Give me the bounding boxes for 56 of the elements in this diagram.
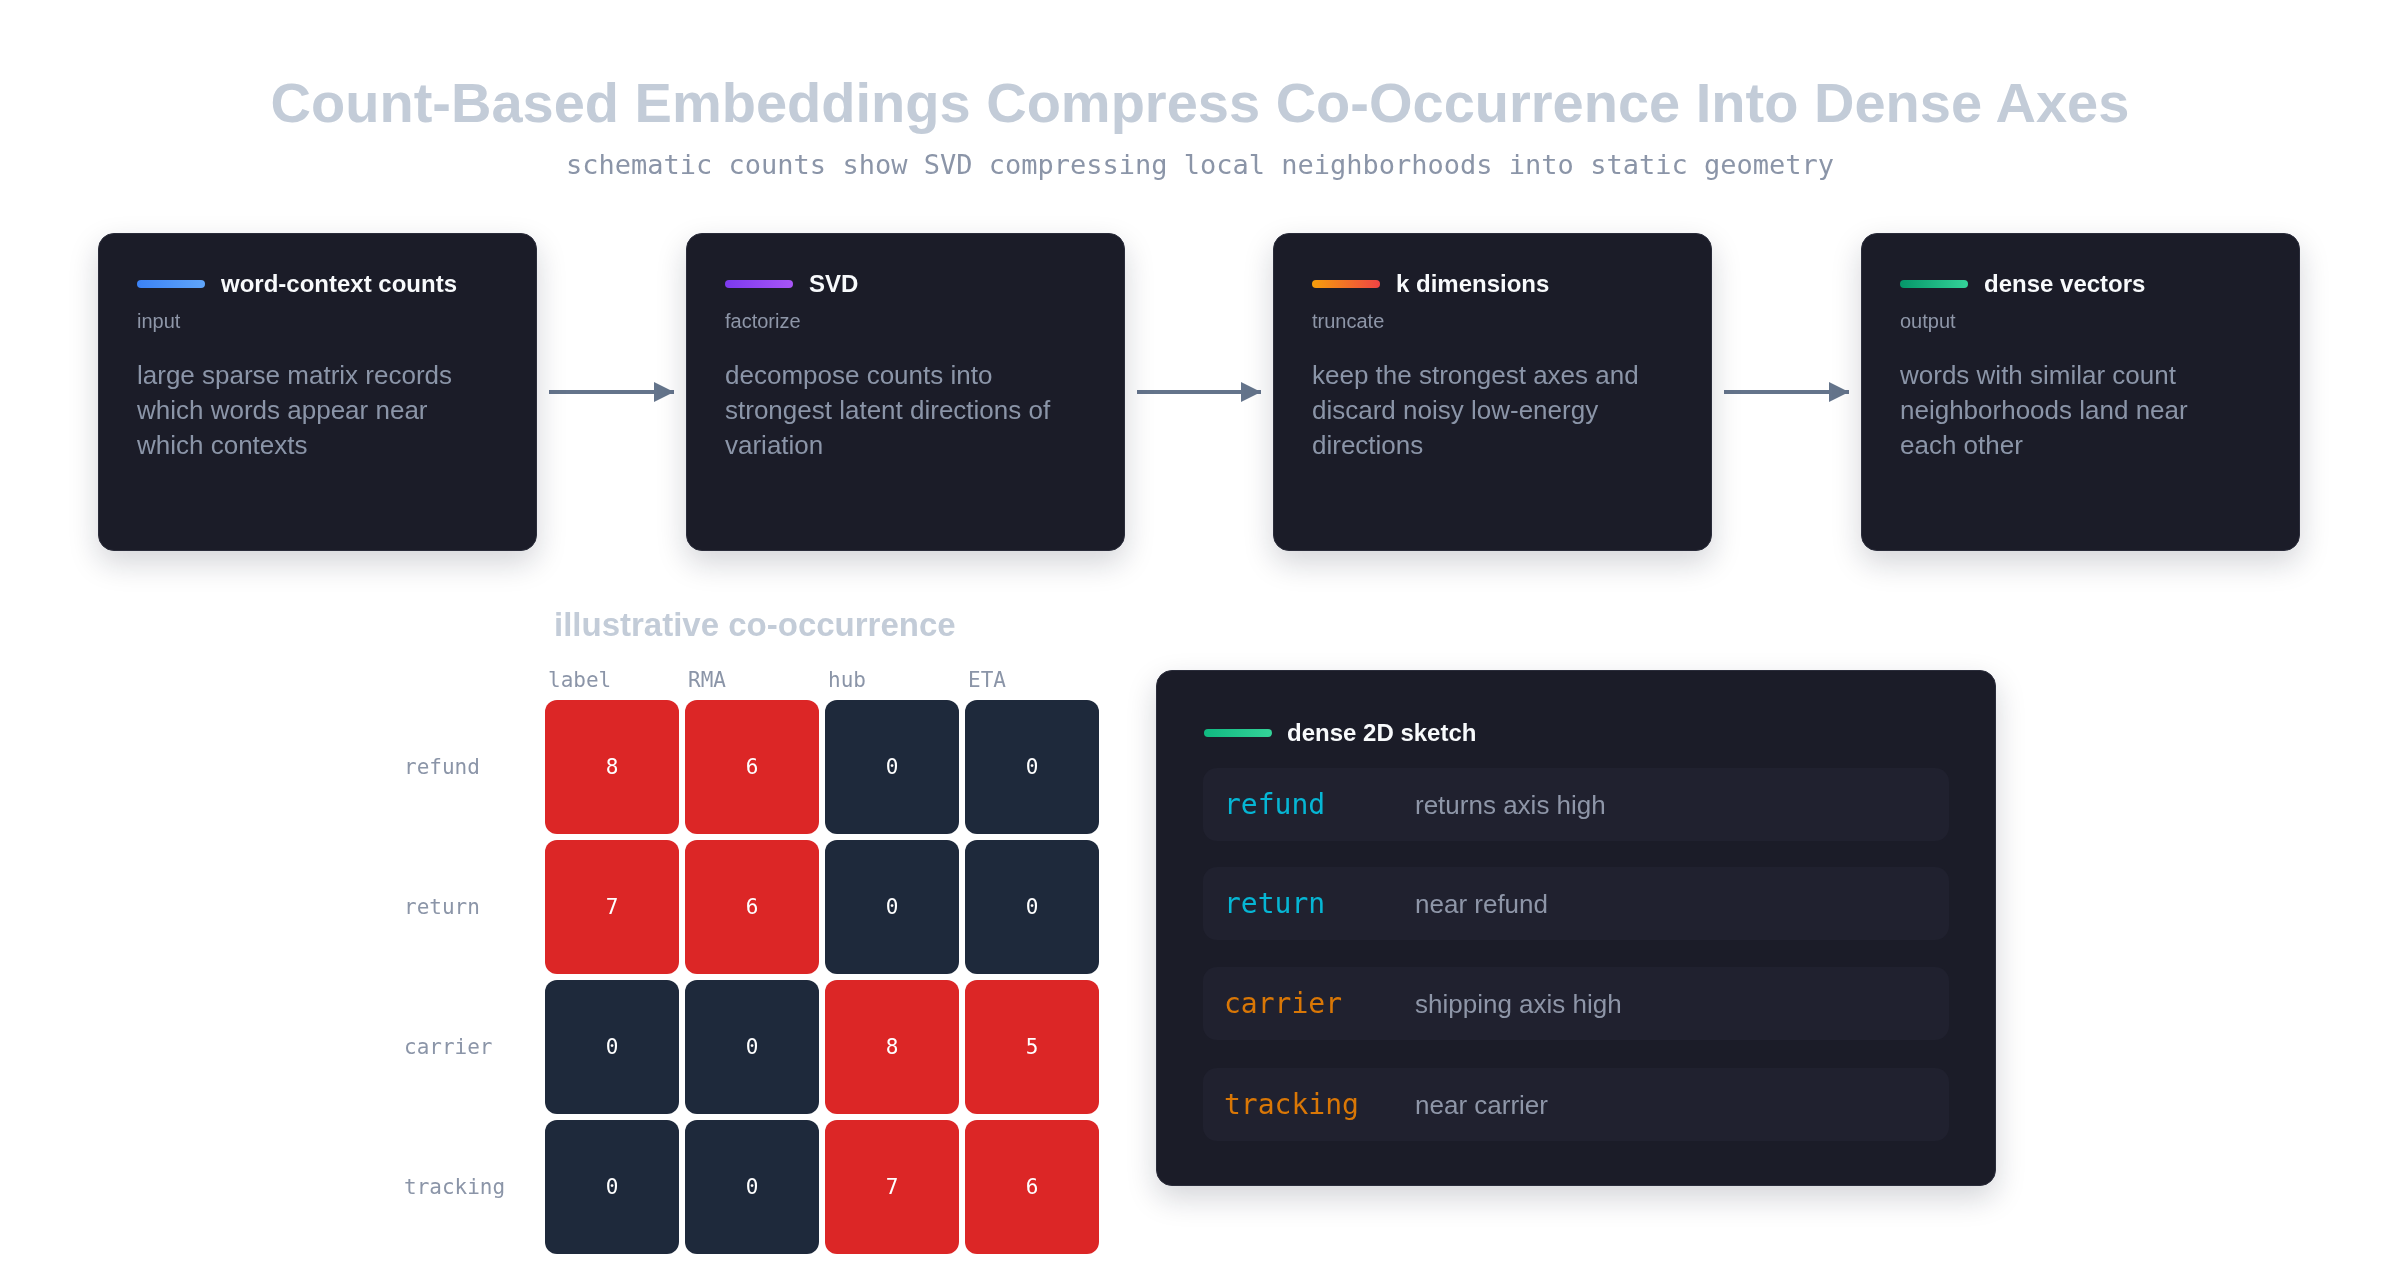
process-card — [98, 233, 537, 551]
section-heading: illustrative co-occurrence — [554, 605, 956, 645]
heatmap-cell: 0 — [685, 980, 819, 1114]
row-header: tracking — [404, 1174, 506, 1201]
heatmap-cell: 0 — [685, 1120, 819, 1254]
row-header: return — [404, 894, 480, 921]
arrow — [1137, 382, 1261, 402]
word-token: tracking — [1224, 1086, 1359, 1123]
row-description: near carrier — [1415, 1088, 1548, 1122]
process-card — [1861, 233, 2300, 551]
process-card — [1273, 233, 1712, 551]
card-title: k dimensions — [1396, 269, 1550, 299]
card-subtitle: truncate — [1312, 309, 1385, 334]
sketch-panel — [1156, 670, 1996, 1186]
row-description: returns axis high — [1415, 788, 1606, 822]
heatmap-cell: 0 — [965, 700, 1099, 834]
card-subtitle: output — [1900, 309, 1956, 334]
heatmap-cell: 0 — [825, 840, 959, 974]
row-description: shipping axis high — [1415, 987, 1622, 1021]
heatmap-cell: 8 — [825, 980, 959, 1114]
word-token: return — [1224, 885, 1326, 922]
word-token: carrier — [1224, 985, 1342, 1022]
heatmap-cell: 7 — [825, 1120, 959, 1254]
card-description: keep the strongest axes and discard noisy low-energy directions — [1312, 359, 1640, 462]
heatmap-cell: 0 — [965, 840, 1099, 974]
row-description: near refund — [1415, 887, 1548, 921]
card-subtitle: factorize — [725, 309, 801, 334]
heatmap-cell: 0 — [825, 700, 959, 834]
heatmap-cell: 8 — [545, 700, 679, 834]
heatmap-cell: 5 — [965, 980, 1099, 1114]
word-token: refund — [1224, 786, 1326, 823]
column-header: RMA — [688, 667, 726, 694]
row-header: carrier — [404, 1034, 493, 1061]
card-description: large sparse matrix records which words appear near which contexts — [137, 359, 453, 462]
panel-title: dense 2D sketch — [1287, 718, 1477, 748]
column-header: label — [548, 667, 612, 694]
column-header: ETA — [968, 667, 1006, 694]
column-header: hub — [828, 667, 866, 694]
heatmap-cell: 0 — [545, 1120, 679, 1254]
process-card — [686, 233, 1125, 551]
arrow — [549, 382, 674, 402]
page-title: Count-Based Embeddings Compress Co-Occurrence Into Dense Axes — [270, 70, 2130, 136]
card-description: words with similar count neighborhoods land near each other — [1900, 359, 2189, 462]
card-title: word-context counts — [221, 269, 457, 299]
card-description: decompose counts into strongest latent directions of variation — [725, 359, 1052, 462]
arrow — [1724, 382, 1849, 402]
card-subtitle: input — [137, 309, 181, 334]
heatmap-cell: 6 — [685, 840, 819, 974]
subtitle: schematic counts show SVD compressing local neighborhoods into static geometry — [566, 148, 1834, 182]
card-title: SVD — [809, 269, 859, 299]
heatmap-cell: 7 — [545, 840, 679, 974]
heatmap-cell: 6 — [685, 700, 819, 834]
heatmap-cell: 0 — [545, 980, 679, 1114]
row-header: refund — [404, 754, 480, 781]
card-title: dense vectors — [1984, 269, 2146, 299]
heatmap-cell: 6 — [965, 1120, 1099, 1254]
